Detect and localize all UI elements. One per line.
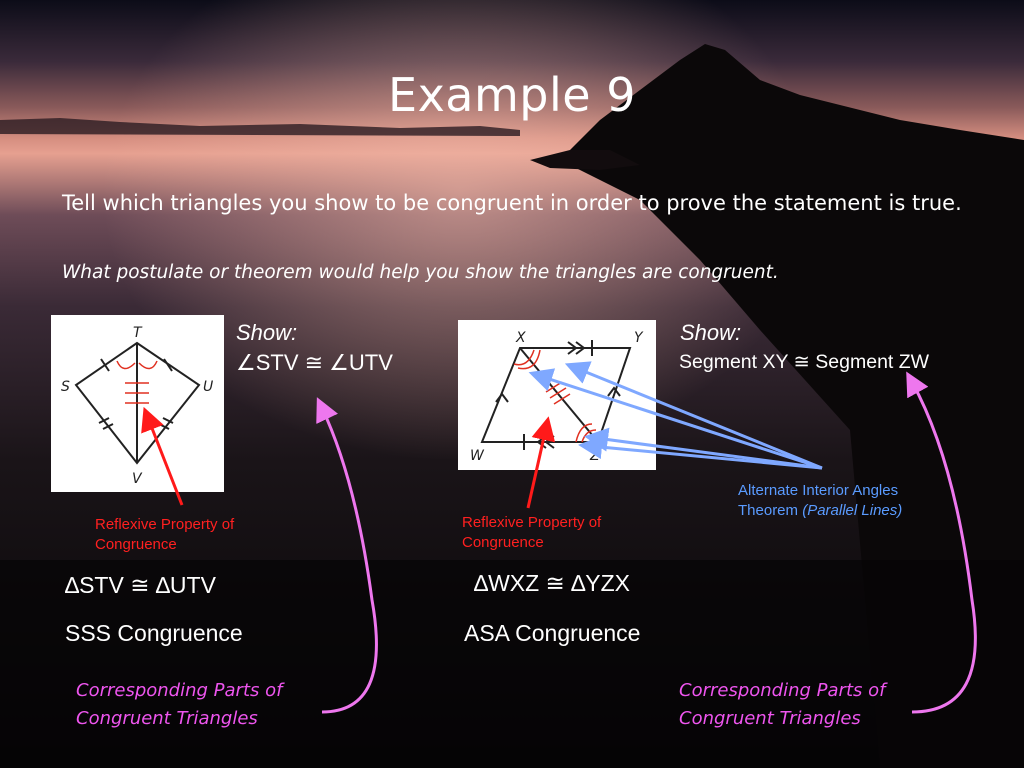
left-show-label: Show: [236,320,298,345]
vertex-w-label: W [470,448,485,464]
instruction-text: Tell which triangles you show to be cong… [62,191,962,215]
alt-interior-note: Alternate Interior Angles Theorem (Paral… [738,481,938,521]
vertex-t-label: T [133,325,143,341]
slide-title: Example 9 [388,68,636,122]
right-show-statement: Segment XY ≅ Segment ZW [679,351,930,373]
vertex-s-label: S [61,379,70,395]
left-show-statement: ∠STV ≅ ∠UTV [236,350,393,375]
red-arrow-right [526,416,556,509]
right-cpctc-note: Corresponding Parts of Congruent Triangl… [679,680,886,729]
left-reflexive-note: Reflexive Property of Congruence [95,516,235,553]
red-arrow-left [141,406,184,506]
left-congruence-statement: ∆STV ≅ ∆UTV [65,572,216,598]
alt-interior-paren: (Parallel Lines) [802,502,903,519]
pink-arrow-right [906,371,977,714]
parallelogram-figure: X Y W Z [458,320,656,470]
vertex-v-label: V [132,471,143,487]
blue-arrow-4 [578,435,823,470]
question-text: What postulate or theorem would help you… [62,262,779,283]
vertex-u-label: U [203,379,213,395]
right-show-label: Show: [680,320,742,345]
left-method: SSS Congruence [65,620,243,646]
pink-arrow-left [316,397,378,714]
alt-interior-text: Alternate Interior Angles Theorem [738,482,899,519]
right-congruence-statement: ∆WXZ ≅ ∆YZX [474,570,631,596]
kite-figure: T S U V [51,315,224,492]
left-cpctc-note: Corresponding Parts of Congruent Triangl… [76,680,283,729]
vertex-x-label: X [515,330,526,346]
right-reflexive-note: Reflexive Property of Congruence [462,514,602,551]
blue-arrow-2 [564,361,823,470]
blue-arrow-1 [528,368,823,470]
vertex-y-label: Y [634,330,644,346]
right-method: ASA Congruence [464,620,641,646]
